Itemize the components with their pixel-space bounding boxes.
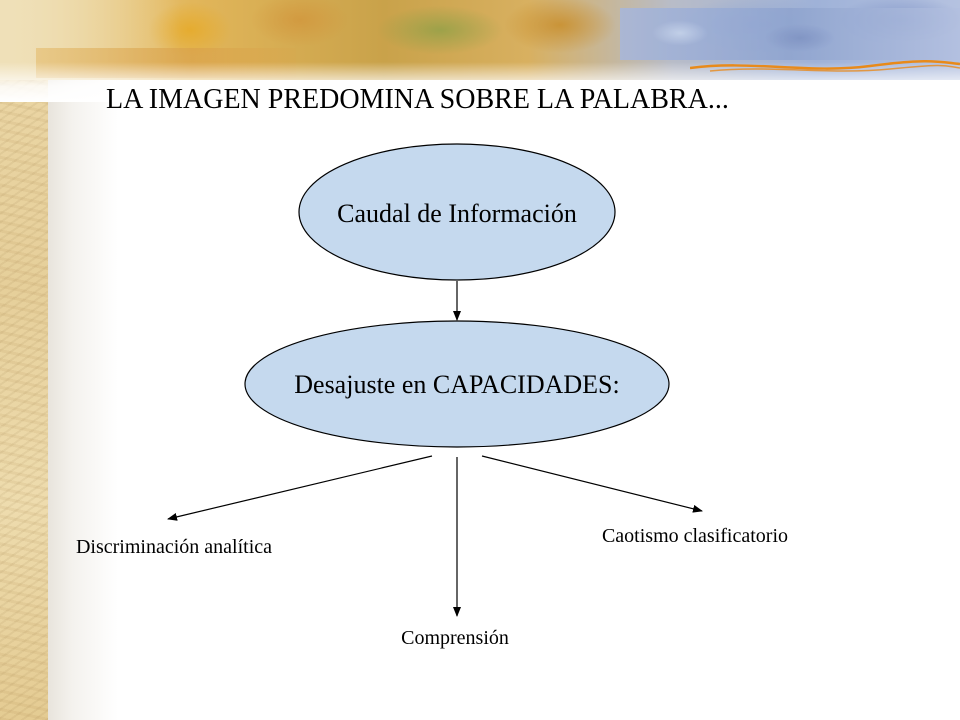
arrow-to-left-branch xyxy=(167,455,433,521)
banner-blue-box xyxy=(620,8,960,60)
arrow-to-right-branch xyxy=(481,455,703,513)
branch-center-label: Comprensión xyxy=(401,627,509,649)
branch-left-label: Discriminación analítica xyxy=(76,536,272,558)
middle-node-ellipse xyxy=(244,320,670,448)
top-node-ellipse xyxy=(298,143,616,281)
branch-right-label: Caotismo clasificatorio xyxy=(602,525,788,547)
left-band-fade xyxy=(48,0,118,720)
orange-swash xyxy=(690,60,960,72)
middle-node-label: Desajuste en CAPACIDADES: xyxy=(294,370,619,399)
left-decorative-band xyxy=(0,0,48,720)
slide-title: LA IMAGEN PREDOMINA SOBRE LA PALABRA... xyxy=(106,84,729,115)
top-node-label: Caudal de Información xyxy=(337,199,577,228)
